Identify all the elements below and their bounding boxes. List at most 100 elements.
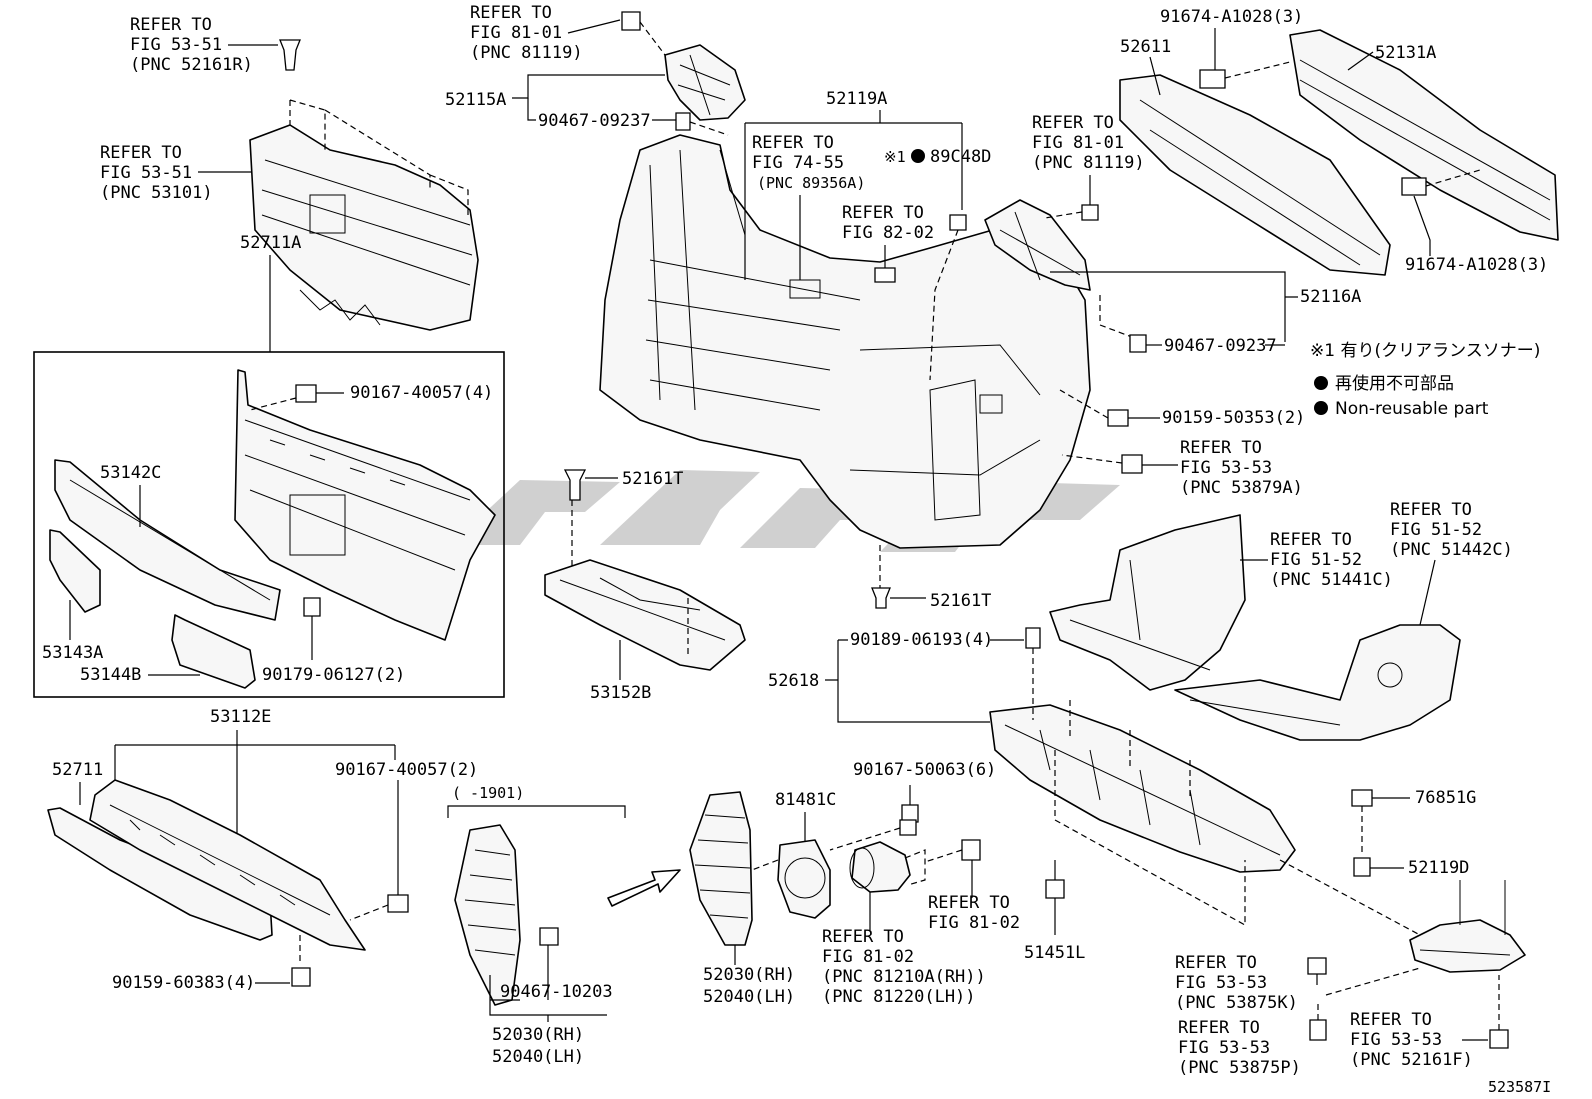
bolt-51451L bbox=[1045, 879, 1065, 899]
part-label-52161T-lower: 52161T bbox=[930, 591, 991, 611]
part-label-52030-rh: 52030(RH) bbox=[703, 965, 795, 985]
fog-cover-52030 bbox=[689, 791, 753, 946]
screw-90159-60383 bbox=[291, 967, 311, 987]
part-label-90159-50353: 90159-50353(2) bbox=[1162, 408, 1305, 428]
lower-molding-52711 bbox=[47, 807, 273, 941]
upper-grille-assembly bbox=[249, 99, 479, 331]
ref-label: FIG 53-51 bbox=[100, 163, 192, 183]
ref-label: (PNC 81119) bbox=[1032, 153, 1145, 173]
ref-51-52-a-label: REFER TO FIG 51-52 (PNC 51441C) bbox=[1240, 530, 1393, 590]
under-cover-51442C bbox=[1174, 624, 1461, 741]
part-label-52119D: 52119D bbox=[1408, 858, 1469, 878]
ref-53-53-a-label: REFER TO FIG 53-53 (PNC 53879A) bbox=[1142, 438, 1303, 498]
ref-53-53-b-label: REFER TO FIG 53-53 (PNC 53875K) bbox=[1175, 953, 1421, 1013]
ref-label: REFER TO bbox=[1270, 530, 1352, 550]
ref-label: (PNC 81210A(RH)) bbox=[822, 967, 986, 987]
garnish-53144B bbox=[171, 614, 256, 689]
ref-81-02-a-label: REFER TO FIG 81-02 bbox=[928, 893, 1020, 933]
lower-grille-53112E bbox=[89, 779, 366, 951]
part-label-53152B: 53152B bbox=[590, 683, 651, 703]
note1-mark: ※1 bbox=[884, 148, 906, 166]
legend-dot-jp bbox=[1314, 376, 1328, 390]
lower-cover-52618 bbox=[989, 704, 1296, 873]
note-clearance-sonar: ※1 有り(クリアランスソナー) bbox=[1310, 341, 1540, 361]
energy-absorber-52611 bbox=[1119, 74, 1391, 276]
ref-label: FIG 82-02 bbox=[842, 223, 934, 243]
ref-label: FIG 53-53 bbox=[1175, 973, 1267, 993]
ref-74-55-label: REFER TO FIG 74-55 (PNC 89356A) bbox=[752, 133, 865, 280]
ref-label: REFER TO bbox=[822, 927, 904, 947]
arrow-icon bbox=[607, 869, 681, 907]
assembly-box-52711A bbox=[33, 351, 505, 698]
part-label-81481C: 81481C bbox=[775, 790, 836, 810]
fog-cover-early bbox=[454, 824, 521, 1006]
screw-90167-40057-4 bbox=[295, 384, 317, 403]
part-label-90167-40057-2: 90167-40057(2) bbox=[335, 760, 478, 780]
ref-label: REFER TO bbox=[928, 893, 1010, 913]
clip-90159-50353 bbox=[1107, 409, 1129, 427]
ref-53-53-d-label: REFER TO FIG 53-53 (PNC 52161F) bbox=[1350, 975, 1509, 1070]
ref-label: FIG 81-01 bbox=[470, 23, 562, 43]
part-label-52711A: 52711A bbox=[240, 233, 301, 253]
ref-82-02-label: REFER TO FIG 82-02 bbox=[842, 203, 934, 283]
part-label-53144B: 53144B bbox=[80, 665, 141, 685]
part-label-90189-06193: 90189-06193(4) bbox=[850, 630, 993, 650]
part-label-53143A: 53143A bbox=[42, 643, 103, 663]
radiator-seal-53152B bbox=[544, 559, 746, 671]
part-label-52115A: 52115A bbox=[445, 90, 506, 110]
ref-label: (PNC 53875P) bbox=[1178, 1058, 1301, 1078]
bracket-52116A bbox=[984, 199, 1091, 291]
part-label-52131A: 52131A bbox=[1375, 43, 1436, 63]
ref-label: REFER TO bbox=[1390, 500, 1472, 520]
diagram-id: 523587I bbox=[1488, 1078, 1551, 1096]
ref-label: REFER TO bbox=[470, 3, 552, 23]
ref-label: (PNC 89356A) bbox=[757, 174, 865, 192]
fog-lamp bbox=[849, 841, 911, 893]
clip-52161R bbox=[279, 39, 301, 71]
part-label-53112E: 53112E bbox=[210, 707, 271, 727]
ref-label: (PNC 53879A) bbox=[1180, 478, 1303, 498]
bolt-fig-81-02 bbox=[961, 839, 981, 861]
ref-label: REFER TO bbox=[1178, 1018, 1260, 1038]
part-label-90467-10203: 90467-10203 bbox=[500, 982, 613, 1002]
ref-label: FIG 81-02 bbox=[822, 947, 914, 967]
ref-label: REFER TO bbox=[1032, 113, 1114, 133]
ref-label: FIG 81-02 bbox=[928, 913, 1020, 933]
ref-label: REFER TO bbox=[130, 15, 212, 35]
legend-dot-en bbox=[1314, 401, 1328, 415]
ref-label: REFER TO bbox=[842, 203, 924, 223]
bumper-reinforcement-52131A bbox=[1289, 29, 1559, 241]
ref-label: REFER TO bbox=[100, 143, 182, 163]
ref-51-52-b-label: REFER TO FIG 51-52 (PNC 51442C) bbox=[1390, 500, 1513, 626]
fog-lamp-bracket-81481C bbox=[777, 839, 831, 919]
part-label-90167-50063: 90167-50063(6) bbox=[853, 760, 996, 780]
ref-81-01-right-label: REFER TO FIG 81-01 (PNC 81119) bbox=[1032, 113, 1145, 221]
clip-52161T-lower bbox=[871, 587, 891, 609]
part-label-52116A: 52116A bbox=[1300, 287, 1361, 307]
nut-90179-06127 bbox=[303, 597, 321, 617]
ref-label: (PNC 51442C) bbox=[1390, 540, 1513, 560]
ref-53-51-clip-label: REFER TO FIG 53-51 (PNC 52161R) bbox=[130, 15, 278, 75]
grille-52711A bbox=[234, 369, 496, 641]
screw-90167-50063 bbox=[901, 804, 919, 823]
legend-nonreusable-en: Non-reusable part bbox=[1335, 399, 1489, 419]
ref-label: (PNC 53101) bbox=[100, 183, 213, 203]
part-label-52040-lh: 52040(LH) bbox=[703, 987, 795, 1007]
clip-76851G bbox=[1351, 789, 1373, 807]
bracket-52115A bbox=[621, 11, 746, 136]
garnish-53143A bbox=[49, 529, 101, 613]
ref-label: FIG 51-52 bbox=[1390, 520, 1482, 540]
ref-81-01-top-label: REFER TO FIG 81-01 (PNC 81119) bbox=[470, 3, 621, 63]
screw-52119D bbox=[1353, 857, 1371, 877]
ref-label: FIG 51-52 bbox=[1270, 550, 1362, 570]
part-label-52030-rh-early: 52030(RH) bbox=[492, 1025, 584, 1045]
part-label-90179-06127: 90179-06127(2) bbox=[262, 665, 405, 685]
part-label-52618: 52618 bbox=[768, 671, 819, 691]
ref-label: (PNC 52161F) bbox=[1350, 1050, 1473, 1070]
part-label-52711: 52711 bbox=[52, 760, 103, 780]
grille-molding-53142C bbox=[54, 459, 281, 621]
part-label-51451L: 51451L bbox=[1024, 943, 1085, 963]
part-label-90467-09237: 90467-09237 bbox=[538, 111, 651, 131]
ref-label: REFER TO bbox=[1350, 1010, 1432, 1030]
